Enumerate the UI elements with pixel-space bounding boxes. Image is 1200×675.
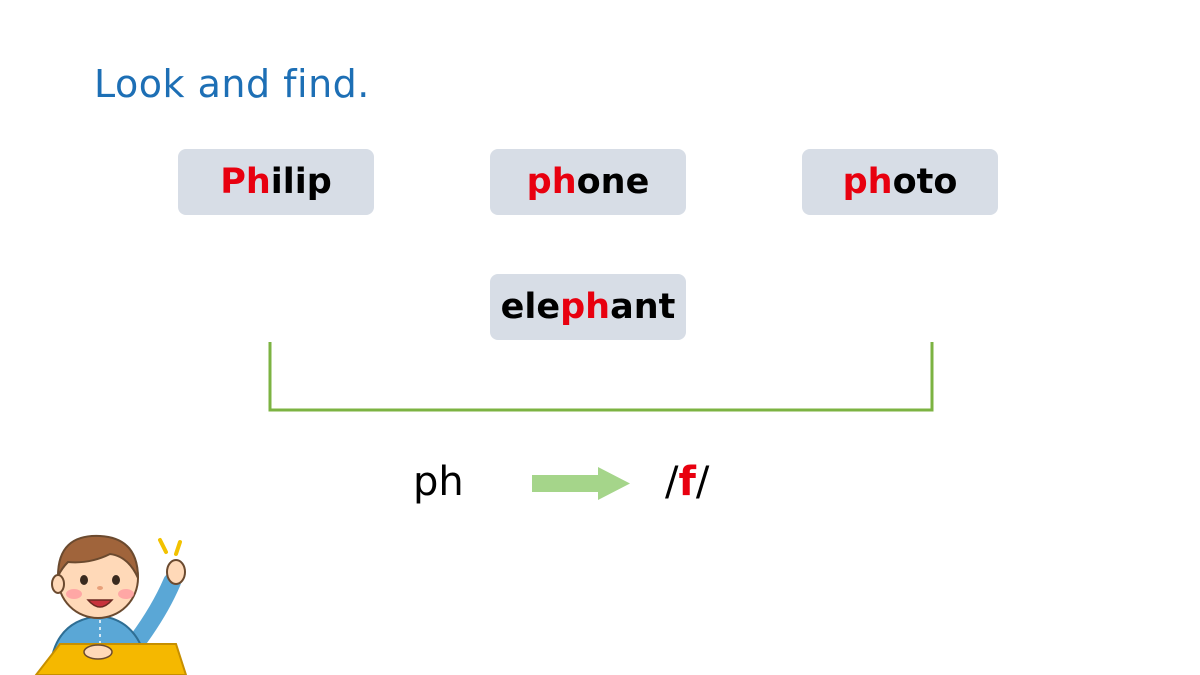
word-highlight: ph	[842, 162, 893, 202]
grapheme-ph: ph	[413, 459, 464, 505]
phoneme-f: /f/	[665, 459, 709, 505]
word-suffix: ant	[610, 287, 676, 327]
word-suffix: one	[576, 162, 650, 202]
word-highlight: ph	[560, 287, 611, 327]
word-prefix: ele	[500, 287, 561, 327]
slash-close: /	[695, 459, 710, 505]
phoneme-letter: f	[678, 459, 696, 505]
slide-title: Look and find.	[94, 62, 370, 106]
right-arrow-icon	[532, 467, 630, 500]
word-suffix: ilip	[270, 162, 332, 202]
word-highlight: ph	[526, 162, 577, 202]
word-suffix: oto	[892, 162, 958, 202]
word-highlight: Ph	[220, 162, 271, 202]
slash-open: /	[665, 459, 679, 505]
child-raising-hand-illustration	[34, 534, 188, 675]
grouping-bracket	[268, 342, 934, 412]
